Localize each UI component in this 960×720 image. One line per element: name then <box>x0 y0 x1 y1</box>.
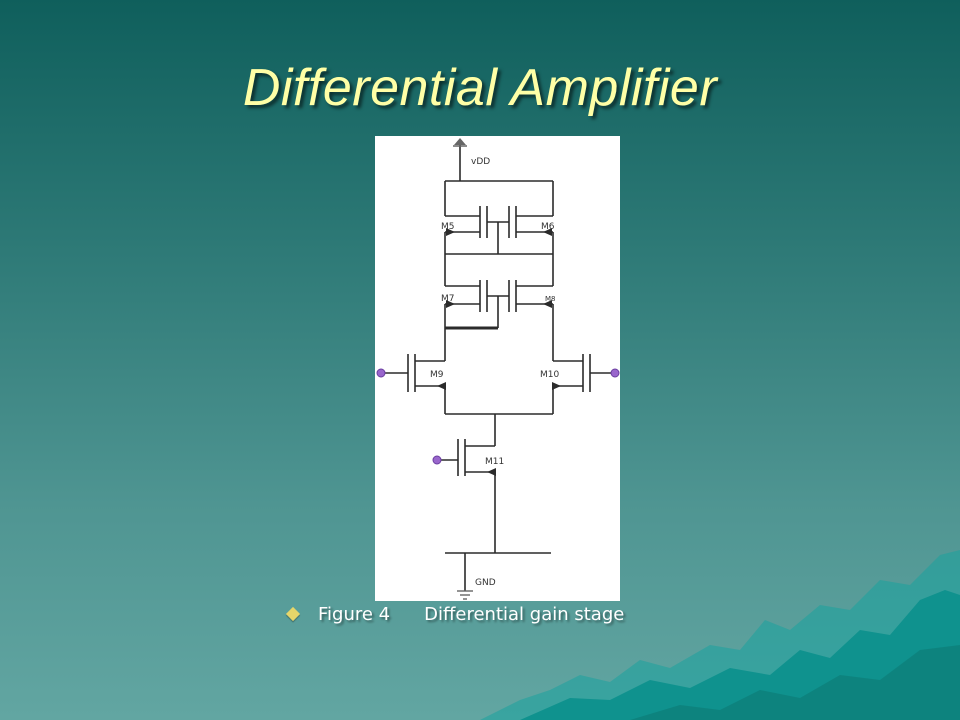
m10-label: M10 <box>540 370 559 380</box>
bias-terminal <box>432 455 442 465</box>
m11-label: M11 <box>485 457 504 467</box>
transistor-m9 <box>383 354 446 414</box>
slide-title: Differential Amplifier <box>242 59 718 117</box>
ground-symbol <box>457 590 473 600</box>
input-terminal-left <box>376 368 386 378</box>
vdd-symbol <box>454 138 466 145</box>
m7-label: M7 <box>441 294 455 304</box>
gnd-label: GND <box>475 578 496 588</box>
figure-number: Figure 4 <box>318 603 391 625</box>
figure-caption: Figure 4 Differential gain stage <box>285 602 625 626</box>
m5-label: M5 <box>441 222 455 232</box>
vdd-label: vDD <box>471 157 490 167</box>
m9-label: M9 <box>430 370 444 380</box>
m8-label: M8 <box>545 295 556 303</box>
circuit-schematic: vDD M5 M6 M7 M8 M9 M10 M11 GND <box>375 136 620 601</box>
m6-label: M6 <box>541 222 555 232</box>
figure-text: Differential gain stage <box>424 603 625 625</box>
schematic-svg: vDD M5 M6 M7 M8 M9 M10 M11 GND <box>376 138 620 600</box>
input-terminal-right <box>610 368 620 378</box>
transistor-m10 <box>552 354 615 414</box>
diamond-bullet-icon <box>285 606 301 622</box>
transistor-m11 <box>439 439 496 553</box>
transistor-m8 <box>508 280 554 361</box>
mountain-decoration <box>480 550 960 720</box>
